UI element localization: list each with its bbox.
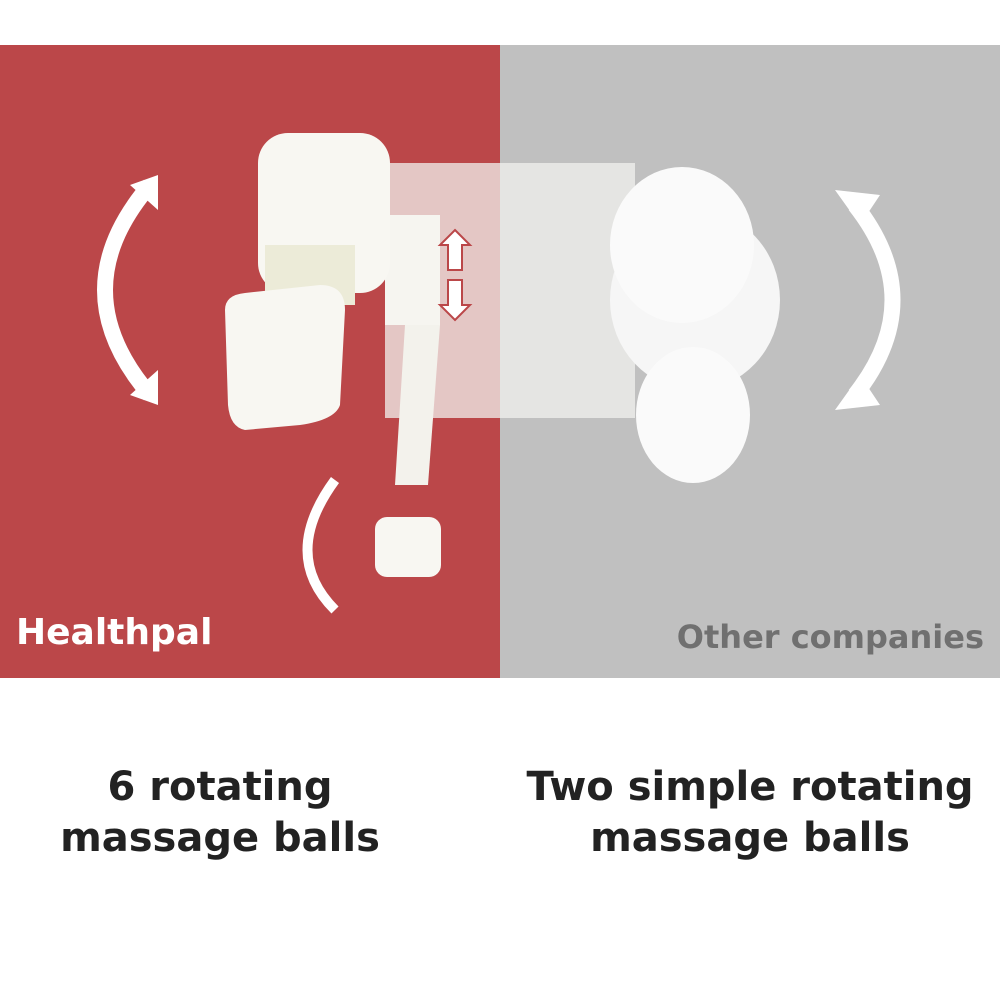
- mechanism-arm: [385, 215, 440, 325]
- lower-arm: [395, 325, 440, 485]
- competitor-caption: Two simple rotating massage balls: [500, 762, 1000, 864]
- massage-mechanism-illustration: [97, 133, 901, 614]
- healthpal-label: Healthpal: [16, 612, 213, 653]
- down-arrow-icon: [437, 279, 473, 322]
- caption-line: Two simple rotating: [526, 764, 974, 810]
- competitor-ball-bottom: [636, 347, 750, 483]
- massage-ball-bottom: [375, 517, 441, 577]
- caption-line: 6 rotating: [107, 764, 333, 810]
- swing-arrow-icon: [97, 179, 157, 401]
- other-companies-label: Other companies: [676, 618, 984, 656]
- up-arrow-icon: [437, 228, 473, 271]
- healthpal-caption: 6 rotating massage balls: [20, 762, 420, 864]
- competitor-ball-top: [610, 167, 754, 323]
- swing-arrow-small-icon: [302, 477, 340, 614]
- caption-line: massage balls: [60, 815, 380, 861]
- massage-ball-middle: [225, 285, 345, 430]
- competitor-swing-arrow-icon: [848, 200, 901, 400]
- caption-line: massage balls: [590, 815, 910, 861]
